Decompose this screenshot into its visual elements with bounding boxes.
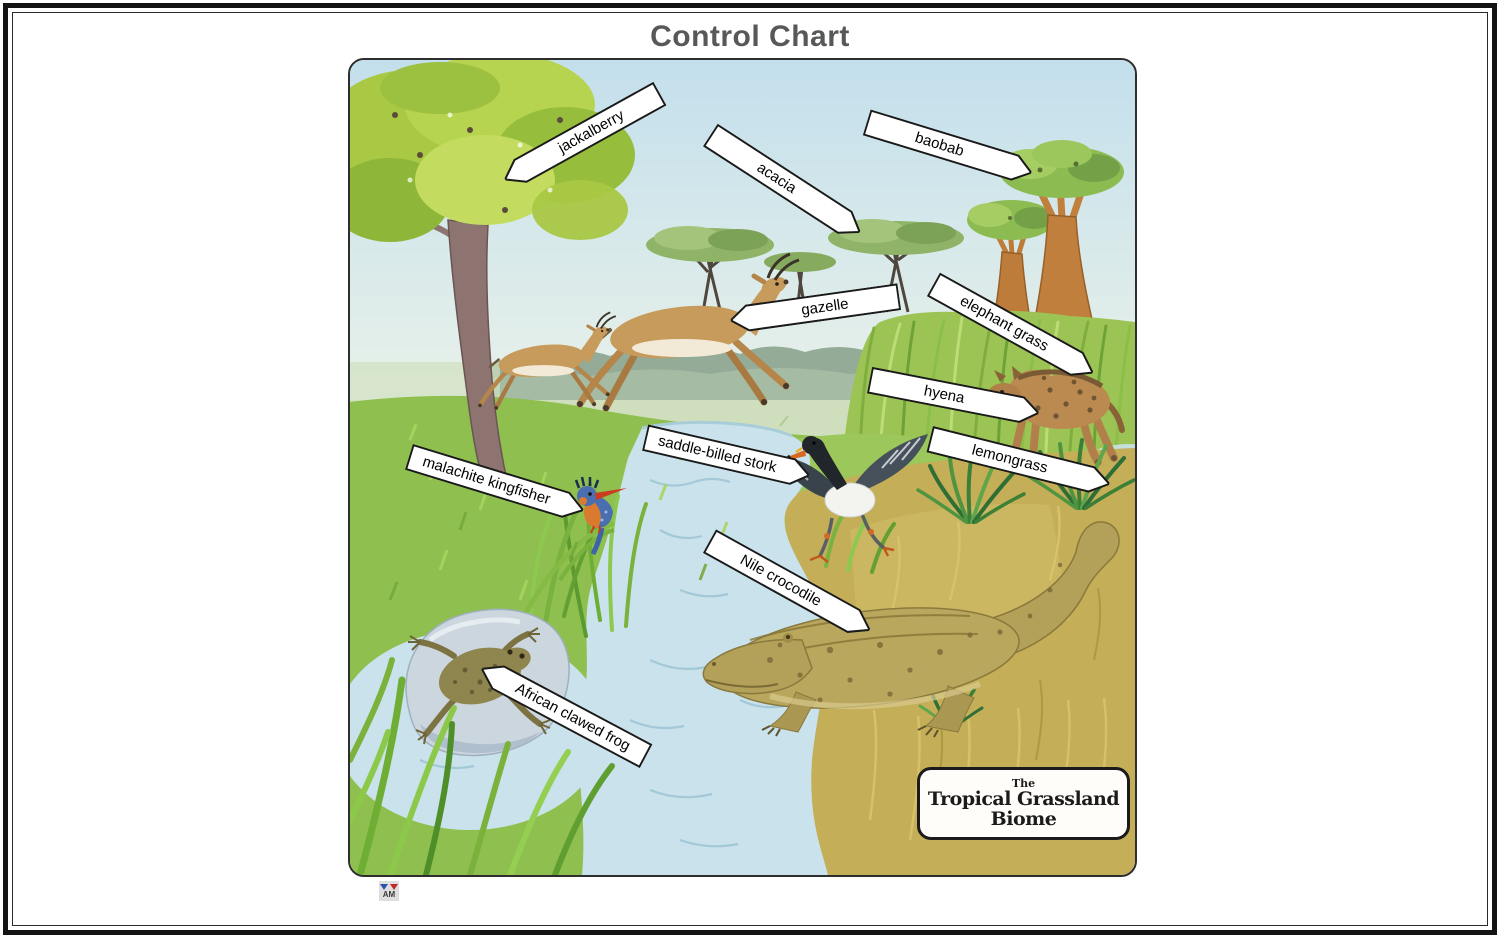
arrow-banner-right-icon [703, 529, 876, 641]
arrow-banner-left-icon [476, 657, 653, 768]
arrow-banner-right-icon [703, 124, 867, 244]
label-gazelle: gazelle [729, 283, 901, 333]
label-malachite-kingfisher: malachite kingfisher [405, 444, 587, 523]
nile-crocodile-illustration [702, 521, 1120, 738]
blue-flag-icon [380, 883, 388, 890]
arrow-banner-right-icon [867, 367, 1041, 426]
label-lemongrass: lemongrass [926, 426, 1112, 497]
arrow-banner-left-icon [499, 82, 667, 191]
label-elephant-grass: elephant grass [927, 273, 1099, 385]
label-acacia: acacia [703, 124, 867, 244]
logo-text: AM [382, 889, 396, 899]
jackalberry-tree-illustration [350, 60, 635, 495]
label-nile-crocodile: Nile crocodile [703, 529, 876, 641]
hyena-spots [1035, 375, 1097, 419]
arrow-banner-right-icon [863, 109, 1035, 185]
foreground-grass [350, 657, 615, 875]
arrow-banner-right-icon [405, 444, 587, 523]
lemongrass-illustration [916, 438, 1135, 730]
arrow-banner-right-icon [926, 426, 1112, 497]
arrow-banner-right-icon [642, 424, 812, 488]
label-saddle-billed-stork: saddle-billed stork [642, 424, 812, 488]
acacia-trees-illustration [646, 219, 964, 319]
biome-illustration-panel: jackalberry acacia baobab gazelle elepha… [348, 58, 1137, 877]
crocodile-mottling [767, 562, 1063, 703]
biome-title-box: The Tropical Grassland Biome [917, 767, 1130, 840]
logo-flags-icon [380, 883, 398, 890]
red-flag-icon [390, 883, 398, 890]
malachite-kingfisher-illustration [558, 476, 627, 582]
publisher-logo: AM [379, 881, 399, 901]
caption-line1: Tropical Grassland [927, 787, 1120, 810]
arrow-banner-left-icon [729, 283, 901, 333]
label-baobab: baobab [863, 109, 1035, 185]
label-african-clawed-frog: African clawed frog [476, 657, 653, 768]
label-hyena: hyena [867, 367, 1041, 426]
page-title: Control Chart [650, 20, 850, 53]
label-jackalberry: jackalberry [499, 82, 667, 191]
caption-line2: Biome [990, 807, 1057, 830]
arrow-banner-right-icon [927, 273, 1099, 385]
caption-the: The [1011, 776, 1036, 790]
